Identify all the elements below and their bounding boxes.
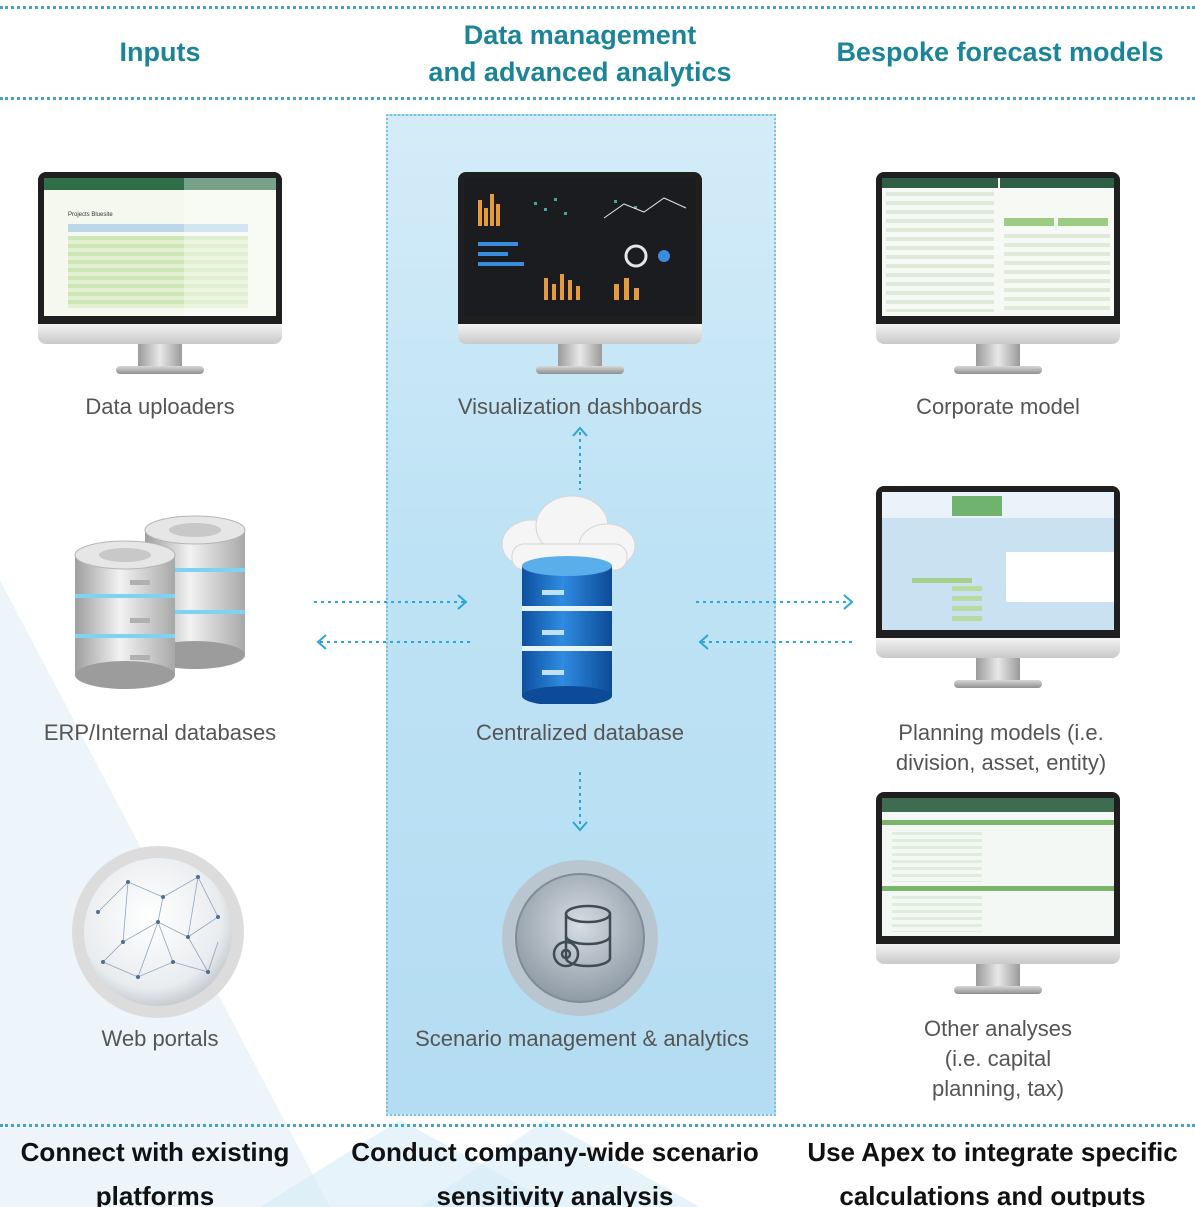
dashboard-screen [464, 178, 696, 316]
cloud-database-icon [501, 495, 636, 704]
caption-scenario: Scenario management & analytics [415, 1026, 749, 1051]
caption-planning: Planning models (i.e. division, asset, e… [895, 720, 1107, 775]
header-inputs: Inputs [119, 37, 201, 67]
corporate-model-monitor [876, 172, 1120, 382]
arrow-right-icon [314, 594, 468, 610]
planning-models-monitor [876, 486, 1120, 696]
footer-divider [0, 1124, 1195, 1127]
caption-database: Centralized database [476, 720, 684, 745]
database-gear-icon [502, 860, 658, 1016]
header-divider [0, 97, 1195, 100]
other-analyses-screen [882, 798, 1114, 936]
other-analyses-monitor [876, 792, 1120, 1002]
caption-visualization: Visualization dashboards [457, 394, 703, 419]
arrow-down-icon [572, 772, 588, 832]
header-data-management: Data management and advanced analytics [428, 20, 732, 87]
spreadsheet-screen: Projects Bluesite [44, 178, 276, 316]
footer-left: Connect with existing platforms [20, 1137, 290, 1207]
arrow-right-icon [696, 594, 854, 610]
arrow-left-icon [698, 634, 856, 650]
caption-erp: ERP/Internal databases [43, 720, 277, 745]
footer-center: Conduct company-wide scenario sensitivit… [351, 1137, 759, 1207]
arrow-up-icon [572, 426, 588, 490]
arrow-left-icon [316, 634, 470, 650]
caption-other: Other analyses (i.e. capital planning, t… [924, 1016, 1072, 1101]
footer-right: Use Apex to integrate specific calculati… [807, 1137, 1178, 1207]
header-forecast-models: Bespoke forecast models [836, 37, 1164, 67]
visualization-monitor [458, 172, 702, 382]
spreadsheet-title: Projects Bluesite [68, 212, 113, 218]
data-uploaders-monitor: Projects Bluesite [38, 172, 282, 382]
caption-web-portals: Web portals [101, 1026, 219, 1051]
corporate-model-screen [882, 178, 1114, 316]
planning-model-screen [882, 492, 1114, 630]
caption-corporate: Corporate model [916, 394, 1080, 419]
server-stack-icon [74, 515, 246, 689]
globe-network-icon [72, 846, 244, 1018]
top-divider [0, 6, 1195, 9]
caption-data-uploaders: Data uploaders [85, 394, 235, 419]
